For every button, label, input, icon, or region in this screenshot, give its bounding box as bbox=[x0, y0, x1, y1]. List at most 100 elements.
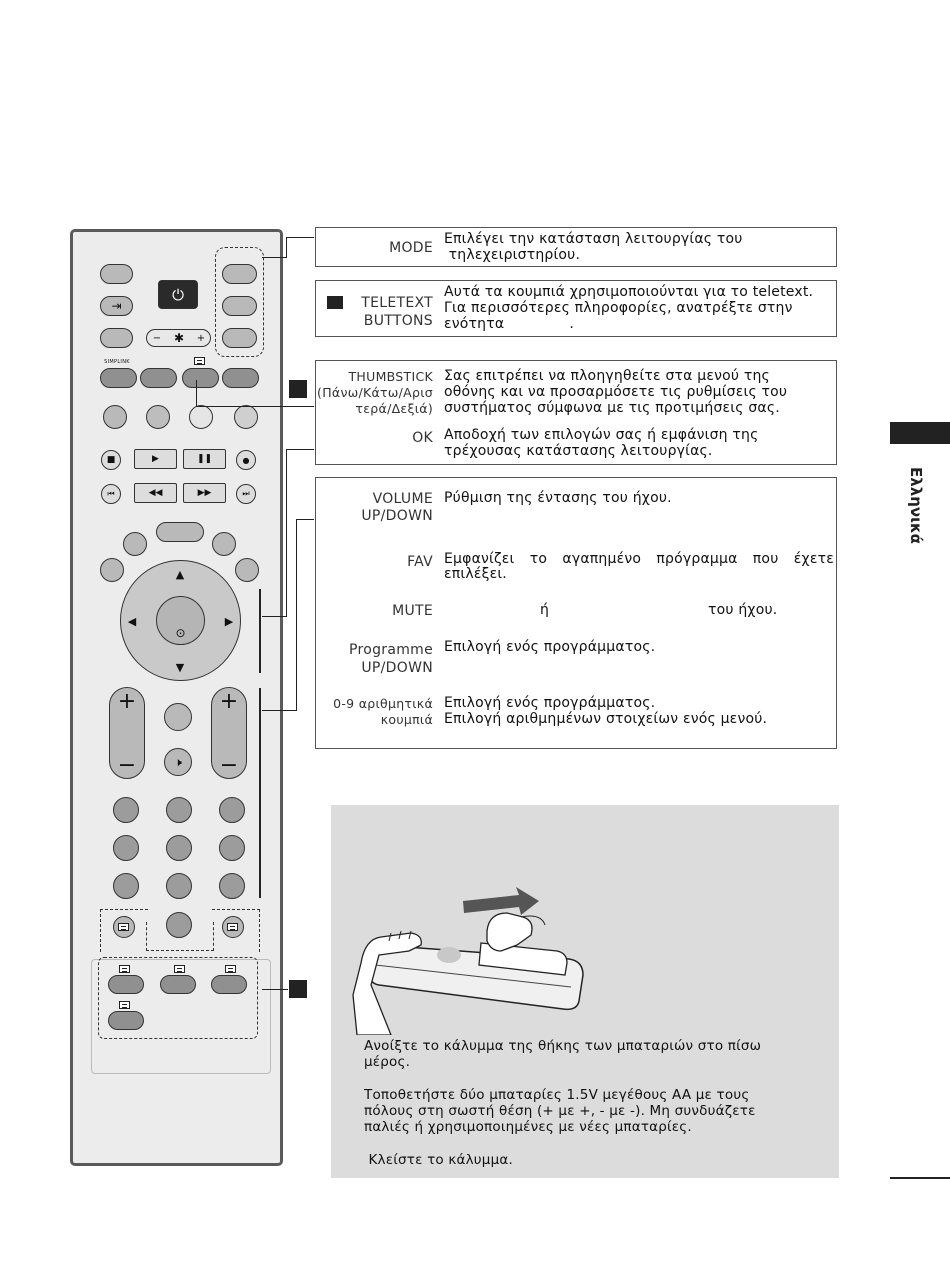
volume-desc: Ρύθμιση της έντασης του ήχου. bbox=[444, 490, 672, 506]
brightness-minus-label: − bbox=[152, 332, 162, 344]
arrow-right-icon: ▶ bbox=[224, 614, 234, 628]
teletext-button-1 bbox=[108, 975, 144, 994]
remote-menu-button bbox=[156, 522, 204, 542]
skip-back-button bbox=[101, 484, 121, 504]
remote-nav-round-right-top bbox=[212, 532, 236, 556]
volume-label-line-2: UP/DOWN bbox=[361, 508, 433, 524]
volume-rocker bbox=[109, 687, 145, 779]
digit-button-6 bbox=[219, 835, 245, 861]
thumbstick-desc-line-1: Σας επιτρέπει να πλοηγηθείτε στα μενού τ… bbox=[444, 368, 770, 384]
thumbstick-connector-h bbox=[196, 406, 314, 408]
rewind-icon: ◀◀ bbox=[148, 488, 163, 498]
remote-round-button-3 bbox=[189, 405, 213, 429]
volume-connector-v bbox=[296, 519, 298, 711]
mode-button-1 bbox=[222, 264, 257, 284]
teletext-desc-line-2: Για περισσότερες πληροφορίες, ανατρέξτε … bbox=[444, 300, 793, 316]
teletext-label-line-2: BUTTONS bbox=[363, 313, 433, 329]
mode-label: MODE bbox=[389, 240, 433, 256]
thumbstick-label-line-1: THUMBSTICK bbox=[348, 369, 433, 384]
teletext-square-icon bbox=[327, 296, 343, 309]
battery-step-2-line-3: παλιές ή χρησιμοποιημένες με νέες μπαταρ… bbox=[364, 1119, 692, 1135]
teletext-callout bbox=[315, 280, 837, 337]
thumbstick-desc-line-2: οθόνης και να προσαρμόσετε τις ρυθμίσεις… bbox=[444, 384, 788, 400]
thumbstick-marker bbox=[289, 380, 307, 398]
skip-back-icon: ⏮ bbox=[107, 489, 115, 498]
forward-icon: ▶▶ bbox=[197, 488, 212, 498]
footer-line bbox=[890, 1177, 950, 1179]
fav-button bbox=[164, 703, 192, 731]
digit-button-4 bbox=[113, 835, 139, 861]
digits-desc-line-2: Επιλογή αριθμημένων στοιχείων ενός μενού… bbox=[444, 711, 768, 727]
teletext-dashed-lower bbox=[98, 957, 258, 1039]
mute-desc-mid: ή bbox=[540, 602, 550, 618]
teletext-icon-1 bbox=[119, 965, 130, 973]
arrow-up-icon: ▲ bbox=[175, 567, 185, 581]
remote-round-button-2 bbox=[146, 405, 170, 429]
ok-desc-line-2: τρέχουσας κατάστασης λειτουργίας. bbox=[444, 443, 713, 459]
teletext-button-4 bbox=[108, 1011, 144, 1030]
digit-button-0 bbox=[166, 912, 192, 938]
volume-callout bbox=[315, 477, 837, 749]
teletext-marker bbox=[289, 980, 307, 998]
thumbstick-connector-v1 bbox=[196, 380, 198, 407]
brightness-control bbox=[146, 329, 211, 347]
input-icon: ⇥ bbox=[111, 299, 122, 313]
remote-dark-button-1 bbox=[100, 368, 137, 388]
mode-buttons-group bbox=[215, 247, 264, 357]
programme-plus-label: + bbox=[219, 688, 239, 714]
teletext-button-2 bbox=[160, 975, 196, 994]
thumbstick-callout bbox=[315, 360, 837, 465]
pause-icon: ❚❚ bbox=[196, 454, 213, 464]
volume-connector-h bbox=[262, 710, 297, 712]
arrow-left-icon: ◀ bbox=[127, 614, 137, 628]
record-button bbox=[236, 450, 256, 470]
mode-button-3 bbox=[222, 328, 257, 348]
fav-desc-line-2: επιλέξει. bbox=[444, 566, 507, 582]
mode-callout bbox=[315, 227, 837, 267]
mute-label: MUTE bbox=[392, 603, 433, 619]
thumbstick-side-v bbox=[286, 449, 288, 617]
volume-bracket bbox=[259, 688, 261, 898]
digit-button-9 bbox=[219, 873, 245, 899]
ok-icon: ⊙ bbox=[175, 625, 186, 640]
mode-desc-line-1: Επιλέγει την κατάσταση λειτουργίας του bbox=[444, 231, 743, 247]
remote-button-top-left-3 bbox=[100, 328, 133, 348]
teletext-desc-line-1: Αυτά τα κουμπιά χρησιμοποιούνται για το … bbox=[444, 284, 814, 300]
forward-button bbox=[183, 483, 226, 503]
skip-forward-icon: ⏭ bbox=[242, 489, 250, 498]
battery-step-1-line-1: Ανοίξτε το κάλυμμα της θήκης των μπαταρι… bbox=[364, 1038, 762, 1054]
digit-button-1 bbox=[113, 797, 139, 823]
teletext-desc-line-3: ενότητα . bbox=[444, 316, 575, 332]
language-tab-label: Ελληνικά bbox=[907, 467, 925, 544]
play-icon: ▶ bbox=[152, 454, 159, 464]
simplink-label: SIMPLINK bbox=[104, 359, 130, 365]
stop-icon: ■ bbox=[106, 455, 116, 465]
digits-label-line-2: κουμπιά bbox=[380, 712, 433, 727]
battery-illustration bbox=[352, 887, 584, 1035]
programme-minus-label: − bbox=[219, 752, 239, 778]
power-icon: ⏻ bbox=[172, 285, 184, 304]
remote-dark-button-3 bbox=[182, 368, 219, 388]
battery-step-3-line-1: Κλείστε το κάλυμμα. bbox=[364, 1152, 513, 1168]
record-icon: ● bbox=[242, 455, 250, 465]
thumbstick-side-h2 bbox=[286, 449, 314, 451]
arrow-down-icon: ▼ bbox=[175, 660, 185, 674]
remote-dark-button-2 bbox=[140, 368, 177, 388]
teletext-symbol-icon bbox=[194, 357, 205, 365]
thumbstick-side-h bbox=[262, 616, 287, 618]
remote-button-top-left-1 bbox=[100, 264, 133, 284]
ok-button bbox=[156, 596, 205, 645]
teletext-right-icon bbox=[227, 923, 238, 931]
rewind-button bbox=[134, 483, 177, 503]
thumbstick-desc-line-3: συστήματος σύμφωνα με τις προτιμήσεις σα… bbox=[444, 400, 780, 416]
mute-button bbox=[164, 748, 192, 776]
teletext-label-line-1: TELETEXT bbox=[361, 295, 433, 311]
remote-nav-round-left-bottom bbox=[100, 558, 124, 582]
stop-button bbox=[101, 450, 121, 470]
digit-button-2 bbox=[166, 797, 192, 823]
teletext-dashed-right bbox=[212, 909, 260, 952]
thumbstick-label-line-2: (Πάνω/Κάτω/Αρισ bbox=[317, 385, 433, 400]
teletext-left-icon bbox=[118, 923, 129, 931]
teletext-dashed-mid bbox=[146, 922, 214, 951]
digit-button-7 bbox=[113, 873, 139, 899]
